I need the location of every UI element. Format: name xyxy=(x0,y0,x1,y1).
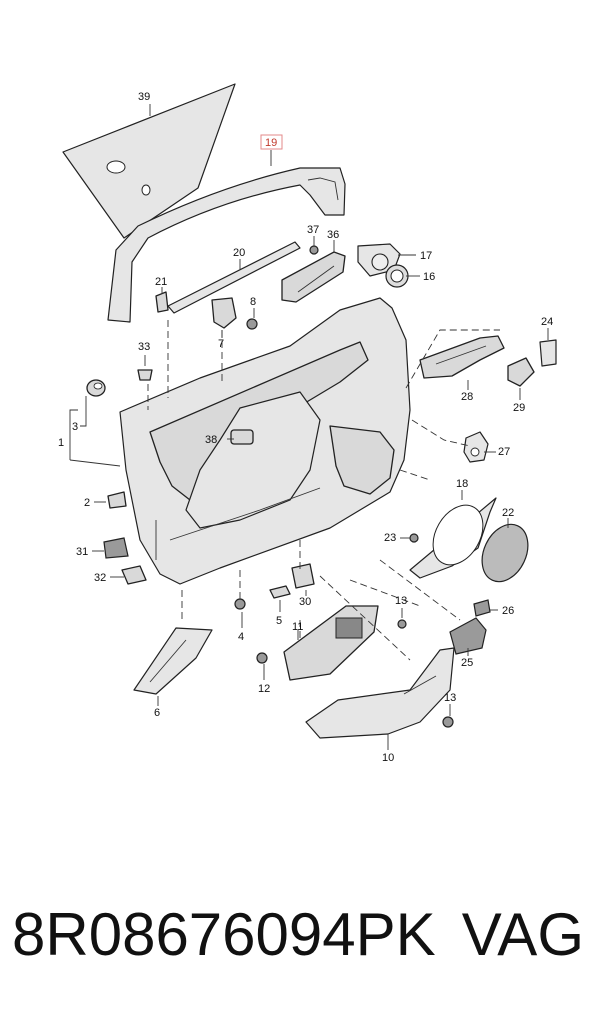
part-26-switch xyxy=(473,599,491,617)
callout-2: 2 xyxy=(84,497,90,509)
callout-11: 11 xyxy=(292,621,303,633)
callout-29: 29 xyxy=(513,402,525,414)
callout-37: 37 xyxy=(307,224,319,236)
part-2-clip xyxy=(107,491,127,509)
callout-20: 20 xyxy=(233,247,245,259)
part-19-window-trim xyxy=(107,167,346,323)
part-number: 8R08676094PK xyxy=(12,901,436,968)
part-5-nut xyxy=(269,585,291,599)
part-11-switch-holder xyxy=(283,605,379,681)
callout-1: 1 xyxy=(58,437,64,449)
part-29-switch xyxy=(507,357,535,387)
callout-19-highlight-box xyxy=(260,134,283,150)
part-23-screw xyxy=(409,533,419,543)
part-32-button xyxy=(121,565,147,585)
part-4-screw xyxy=(234,598,246,610)
callout-13-upper: 13 xyxy=(395,595,407,607)
callout-13-lower: 13 xyxy=(444,692,456,704)
callout-8: 8 xyxy=(250,296,256,308)
callout-27: 27 xyxy=(498,446,510,458)
callout-24: 24 xyxy=(541,316,553,328)
brand-name: VAG xyxy=(461,901,584,968)
part-22-speaker-grille xyxy=(481,523,529,583)
part-21-clip xyxy=(155,291,169,313)
part-3-grommet xyxy=(86,379,106,397)
part-6-armrest-cover xyxy=(133,627,213,695)
callout-7: 7 xyxy=(218,338,224,350)
callout-38: 38 xyxy=(205,434,217,446)
part-18-speaker-trim xyxy=(409,497,497,579)
part-27-cover xyxy=(463,431,489,463)
callout-26: 26 xyxy=(502,605,514,617)
callout-28: 28 xyxy=(461,391,473,403)
part-24-cap xyxy=(539,339,557,367)
callout-32: 32 xyxy=(94,572,106,584)
exploded-parts-diagram: 39 19 37 36 17 16 20 21 8 7 33 24 28 29 … xyxy=(58,83,557,764)
part-13b-screw xyxy=(442,716,454,728)
part-10-armrest xyxy=(305,647,455,739)
part-13a-screw xyxy=(397,619,407,629)
part-33-clip xyxy=(137,369,153,381)
callout-6: 6 xyxy=(154,707,160,719)
callout-31: 31 xyxy=(76,546,88,558)
callout-17: 17 xyxy=(420,250,432,262)
callout-30: 30 xyxy=(299,596,311,608)
door-trim-panel xyxy=(119,297,411,585)
callout-23: 23 xyxy=(384,532,396,544)
part-28-inner-handle xyxy=(419,335,505,379)
part-31-switch xyxy=(103,537,129,559)
part-16-ring xyxy=(385,264,409,288)
part-7-bracket xyxy=(211,297,237,329)
callout-19: 19 xyxy=(265,137,277,149)
part-38-handle-insert xyxy=(230,429,254,445)
part-39-insulation-panel xyxy=(62,83,236,239)
callout-10: 10 xyxy=(382,752,394,764)
part-20-trim-strip xyxy=(167,241,301,314)
callout-25: 25 xyxy=(461,657,473,669)
callout-3: 3 xyxy=(72,421,78,433)
callout-39: 39 xyxy=(138,91,150,103)
callout-33: 33 xyxy=(138,341,150,353)
callout-4: 4 xyxy=(238,631,244,643)
callout-5: 5 xyxy=(276,615,282,627)
part-30-clip xyxy=(291,563,315,589)
part-25-window-switch xyxy=(449,617,487,655)
footer: 8R08676094PK VAG xyxy=(0,900,600,990)
part-12-screw xyxy=(256,652,268,664)
callout-16: 16 xyxy=(423,271,435,283)
part-37-screw xyxy=(309,245,319,255)
part-36-housing xyxy=(281,251,346,303)
callout-12: 12 xyxy=(258,683,270,695)
callout-18: 18 xyxy=(456,478,468,490)
callout-36: 36 xyxy=(327,229,339,241)
callout-21: 21 xyxy=(155,276,167,288)
callout-22: 22 xyxy=(502,507,514,519)
part-8-screw xyxy=(246,318,258,330)
